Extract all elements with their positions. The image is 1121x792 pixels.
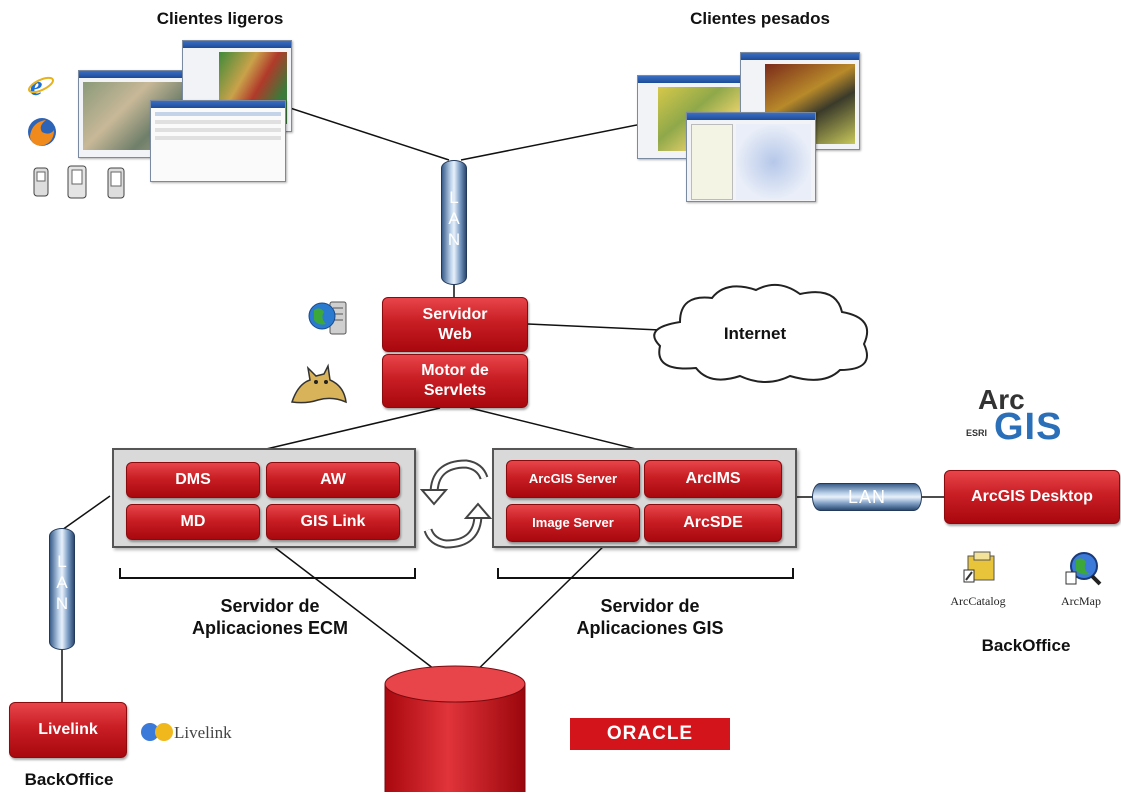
arcgis-logo: Arc ESRI GIS	[964, 384, 1084, 456]
lan-letter: L	[57, 552, 67, 571]
web-server-box: Servidor Web	[382, 297, 528, 352]
arcgis-logo-arc: Arc	[978, 384, 1025, 415]
lan-letter: L	[449, 188, 459, 207]
gis-server-caption: Servidor de Aplicaciones GIS	[576, 596, 724, 638]
light-clients-title: Clientes ligeros	[156, 9, 284, 28]
servlet-engine-box: Motor de Servlets	[382, 354, 528, 408]
svg-text:e: e	[30, 72, 42, 98]
internet-explorer-icon: e	[28, 71, 54, 102]
arcgis-logo-esri: ESRI	[966, 428, 988, 438]
livelink-logo-text: Livelink	[174, 723, 232, 742]
arccatalog-label: ArcCatalog	[950, 594, 1006, 608]
mobile-devices-icon	[32, 162, 128, 202]
internet-label: Internet	[723, 324, 787, 343]
livelink-logo-icon	[141, 723, 173, 741]
gis-box-arcims: ArcIMS	[644, 460, 782, 498]
gis-server-group: ArcGIS Server ArcIMS Image Server ArcSDE	[492, 448, 797, 548]
livelink-logo: Livelink	[140, 720, 270, 746]
heavy-client-map-screenshot-3	[686, 112, 816, 202]
livelink-box: Livelink	[9, 702, 127, 758]
ecm-server-group: DMS AW MD GIS Link	[112, 448, 416, 548]
tomcat-icon	[288, 362, 350, 408]
web-server-icon	[306, 298, 350, 338]
ecm-box-aw: AW	[266, 462, 400, 498]
light-client-form-screenshot	[150, 100, 286, 182]
lan-cylinder-top: L A N	[441, 160, 467, 285]
oracle-logo: ORACLE	[570, 718, 730, 750]
internet-cloud	[653, 283, 869, 383]
arcgis-desktop-box: ArcGIS Desktop	[944, 470, 1120, 524]
lan-letter: A	[56, 573, 68, 592]
firefox-icon	[26, 116, 58, 148]
ecm-box-gis-link: GIS Link	[266, 504, 400, 540]
gis-box-arcsde: ArcSDE	[644, 504, 782, 542]
gis-box-image-server: Image Server	[506, 504, 640, 542]
lan-letter: A	[448, 209, 460, 228]
arcmap-label: ArcMap	[1061, 594, 1101, 608]
sync-arrows-icon	[420, 459, 492, 549]
lan-letter: N	[447, 230, 461, 249]
arcgis-logo-gis: GIS	[994, 406, 1063, 448]
lan-cylinder-right: LAN	[812, 483, 922, 511]
lan-cylinder-left: L A N	[49, 528, 75, 650]
gis-box-arcgis-server: ArcGIS Server	[506, 460, 640, 498]
lan-letter: N	[55, 594, 69, 613]
arcmap-icon	[1065, 552, 1102, 586]
database-cylinder	[384, 665, 526, 792]
ecm-box-md: MD	[126, 504, 260, 540]
backoffice-right-label: BackOffice	[981, 636, 1071, 655]
ecm-box-dms: DMS	[126, 462, 260, 498]
heavy-clients-title: Clientes pesados	[690, 9, 830, 28]
backoffice-left-label: BackOffice	[24, 770, 114, 789]
ecm-server-caption: Servidor de Aplicaciones ECM	[191, 596, 349, 638]
arccatalog-icon	[963, 551, 995, 583]
